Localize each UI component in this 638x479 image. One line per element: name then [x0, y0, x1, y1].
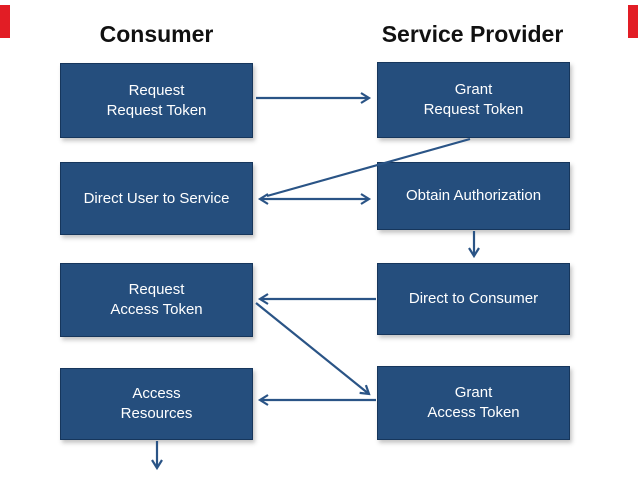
flow-box-label: Request — [128, 81, 185, 99]
red-accent-bar-left — [0, 5, 10, 38]
column-title-consumer: Consumer — [99, 21, 214, 47]
flow-box-label: Grant — [454, 384, 493, 401]
flow-box-grant-access-token: Grant Access Token — [377, 366, 570, 440]
flow-box-label: Grant — [454, 81, 493, 98]
flow-box-direct-user-to-service: Direct User to Service — [60, 162, 253, 235]
red-accent-bar-right — [628, 5, 638, 38]
flow-box-obtain-authorization: Obtain Authorization — [377, 162, 570, 230]
flow-box-label: Obtain Authorization — [405, 187, 542, 204]
flow-box-label: Request — [128, 281, 185, 298]
flow-box-access-resources: Access Resources — [60, 368, 253, 440]
flow-box-label: Access Token — [110, 301, 203, 318]
flow-box-grant-request-token: Grant Request Token — [377, 62, 570, 138]
flow-box-label: Direct to Consumer — [408, 290, 539, 307]
flow-box-request-request-token: Request Request Token — [60, 63, 253, 138]
column-title-service-provider: Service Provider — [381, 21, 564, 47]
flow-box-label: Resources — [120, 405, 193, 422]
flow-box-label: Request Token — [106, 101, 207, 119]
flow-box-label: Access Token — [427, 404, 520, 421]
flow-box-request-access-token: Request Access Token — [60, 263, 253, 337]
flow-box-label: Access — [132, 385, 181, 402]
flow-box-label: Direct User to Service — [83, 189, 230, 207]
flow-box-label: Request Token — [423, 101, 524, 118]
arrow-request-access-token-to-grant-access-token — [255, 302, 371, 396]
flow-box-direct-to-consumer: Direct to Consumer — [377, 263, 570, 335]
